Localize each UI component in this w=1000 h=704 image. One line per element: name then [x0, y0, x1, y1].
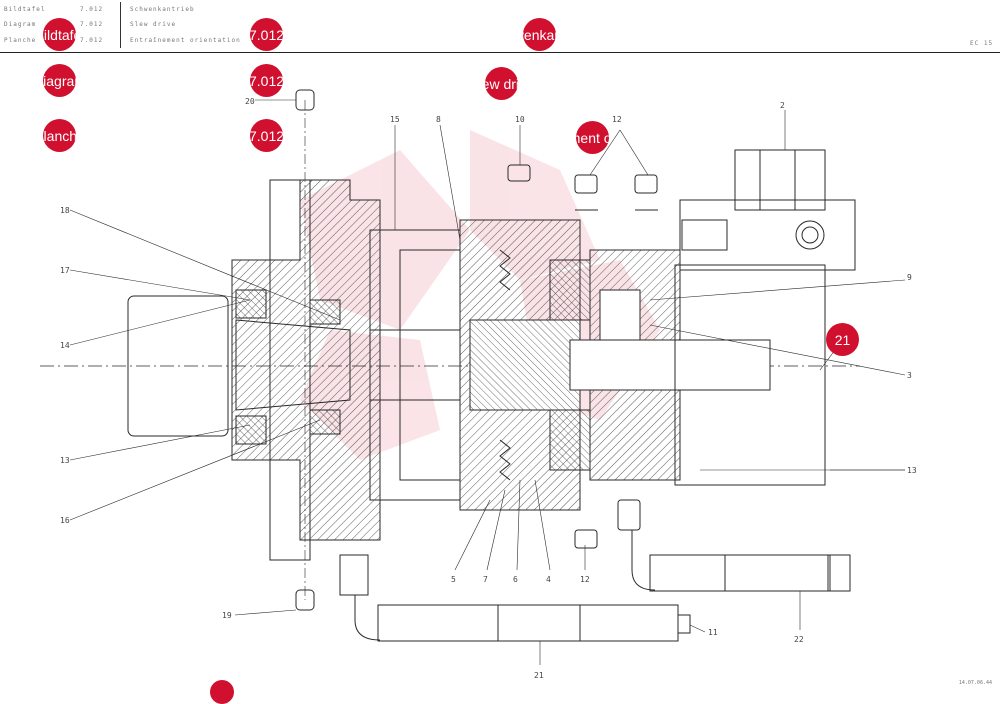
part-label-10: 10 [515, 115, 525, 124]
part-label-6: 6 [513, 575, 518, 584]
hotspot-bildtafel[interactable]: Bildtafel [43, 18, 76, 51]
part-label-21: 20 [245, 97, 255, 106]
header-label-de: Bildtafel [4, 6, 46, 13]
bottom-plugs [574, 499, 641, 549]
part-label-5: 5 [451, 575, 456, 584]
part-label-22: 21 [534, 671, 544, 680]
part-label-2: 2 [780, 101, 785, 110]
plate-number-de: 7.012 [80, 6, 104, 13]
hydraulic-motor [674, 149, 856, 486]
plate-number-fr: 7.012 [80, 37, 104, 44]
hose-lower-left [339, 554, 691, 642]
leader-lines [69, 99, 906, 665]
hotspot-diagram[interactable]: Diagram [43, 64, 76, 97]
hotspot-plate-fr[interactable]: 7.012 [250, 119, 283, 152]
part-label-19: 18 [60, 206, 70, 215]
part-label-11: 11 [708, 628, 718, 637]
flange-cap [127, 295, 229, 437]
hotspot-part-21[interactable]: 21 [826, 323, 859, 356]
part-label-20: 19 [222, 611, 232, 620]
bearing-upper [235, 289, 341, 325]
part-label-8: 8 [436, 115, 441, 124]
part-label-12-bottom: 12 [580, 575, 590, 584]
exploded-view-drawing: 18 17 14 13 16 15 8 10 12 2 9 3 13 5 7 6… [40, 89, 917, 680]
brake-disc-pack [549, 259, 591, 471]
header-label-en: Diagram [4, 21, 37, 28]
drawing-code: 14.07.06.44 [958, 680, 992, 686]
top-plugs [507, 164, 658, 211]
title-de: Schwenkantrieb [130, 6, 195, 13]
model-label: EC 15 [970, 40, 994, 47]
plate-number-en: 7.012 [80, 21, 104, 28]
hotspot-plate-de[interactable]: 7.012 [250, 18, 283, 51]
housing-right [569, 249, 771, 481]
header: Bildtafel Diagram Planche 7.012 7.012 7.… [0, 0, 1000, 54]
hotspot-slew-drive[interactable]: Slew drive [485, 67, 518, 100]
part-label-18: 17 [60, 266, 70, 275]
part-label-9: 9 [907, 273, 912, 282]
part-label-17: 16 [60, 516, 70, 525]
brake-springs [499, 249, 511, 481]
part-label-4: 4 [546, 575, 551, 584]
part-label-16: 15 [390, 115, 400, 124]
header-divider [120, 2, 121, 48]
part-label-3: 3 [907, 371, 912, 380]
part-label-7: 7 [483, 575, 488, 584]
hotspot-schwenkantrieb[interactable]: Schwenkantrieb [523, 18, 556, 51]
hose-lower-right [631, 530, 851, 592]
part-label-14: 13 [60, 456, 70, 465]
hotspot-bottom[interactable] [210, 680, 234, 704]
hotspot-planche[interactable]: Planche [43, 119, 76, 152]
title-fr: Entraînement orientation [130, 37, 241, 44]
part-label-12-top: 12 [612, 115, 622, 124]
hotspot-entrainement[interactable]: Entraînement orientation [576, 121, 609, 154]
part-label-15: 14 [60, 341, 70, 350]
housing-left [231, 89, 381, 611]
header-rule [0, 52, 1000, 53]
output-shaft [235, 319, 351, 411]
title-en: Slew drive [130, 21, 177, 28]
part-label-13: 13 [907, 466, 917, 475]
header-label-fr: Planche [4, 37, 37, 44]
hotspot-plate-en[interactable]: 7.012 [250, 64, 283, 97]
part-label-23: 22 [794, 635, 804, 644]
